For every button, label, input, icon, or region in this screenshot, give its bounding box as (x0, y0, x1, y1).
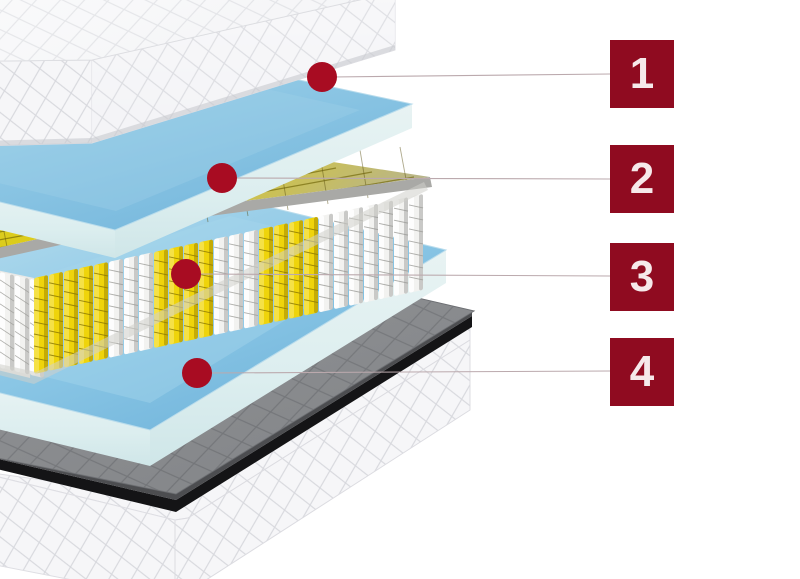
base-side-right (174, 339, 471, 579)
callout-badge-4-label: 4 (629, 347, 655, 396)
spring-front-left-coils (0, 270, 45, 379)
layer-blue-foam-upper (0, 57, 414, 258)
callout-badge-1[interactable]: 1 (610, 40, 674, 108)
callout-line-1 (331, 73, 611, 78)
base-black-band (0, 316, 472, 512)
callout-lines (195, 73, 611, 374)
callout-badge-4[interactable]: 4 (610, 338, 674, 406)
spring-frame-band (0, 177, 432, 259)
foam-upper-side-right (115, 104, 412, 258)
top-cover-side-quilting (92, 0, 395, 143)
callout-line-3 (195, 273, 611, 277)
base-band-highlight (0, 310, 472, 500)
foam-lower-side-left (0, 392, 150, 466)
callout-line-2 (231, 177, 611, 180)
callout-dot-3[interactable] (171, 259, 201, 289)
spring-bottom-shadow (0, 182, 428, 384)
callout-dot-4[interactable] (182, 358, 212, 388)
callout-badge-2[interactable]: 2 (610, 145, 674, 213)
callout-badge-3-label: 3 (629, 252, 655, 301)
callout-dot-2[interactable] (207, 163, 237, 193)
foam-lower-side-right (150, 250, 446, 466)
base-side-left (0, 476, 176, 579)
callout-badge-2-label: 2 (629, 154, 655, 203)
top-cover-top-shading (0, 0, 360, 62)
callout-line-4 (206, 370, 611, 374)
callout-dot-1[interactable] (307, 62, 337, 92)
callout-badge-1-label: 1 (629, 49, 655, 98)
top-cover-side-left (0, 59, 93, 147)
layer-quilted-top-cover (0, 0, 396, 147)
foam-upper-side-left (0, 202, 115, 258)
callout-badge-3[interactable]: 3 (610, 243, 674, 311)
callout-dots (171, 62, 337, 388)
